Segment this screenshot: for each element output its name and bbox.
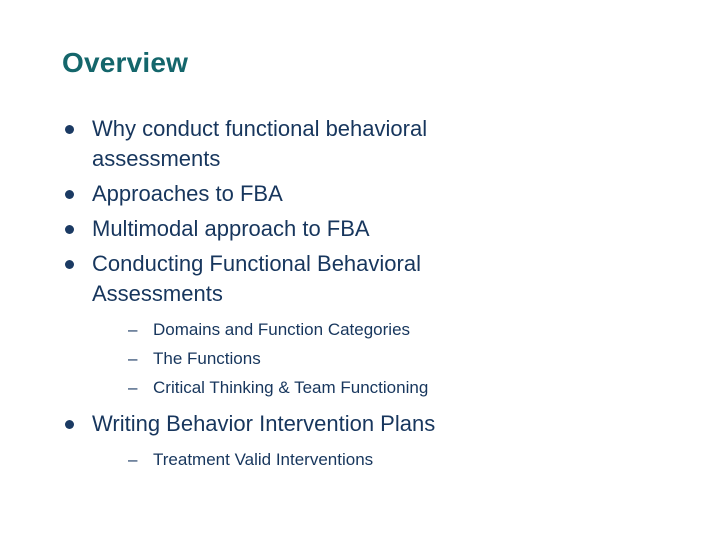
sub-list-item: – The Functions (128, 347, 517, 370)
bullet-dash-icon: – (128, 320, 138, 339)
outline-list-level1: Why conduct functional behavioral assess… (62, 114, 532, 471)
bullet-dot-icon (65, 125, 74, 134)
list-item: Why conduct functional behavioral assess… (62, 114, 517, 174)
sub-list-item-label: The Functions (153, 349, 261, 368)
bullet-dash-icon: – (128, 450, 138, 469)
bullet-dash-icon: – (128, 349, 138, 368)
bullet-dot-icon (65, 225, 74, 234)
outline-list-level2: – Treatment Valid Interventions (128, 448, 517, 471)
list-item-label: Conducting Functional Behavioral Assessm… (92, 251, 421, 306)
bullet-dot-icon (65, 420, 74, 429)
list-item-label: Approaches to FBA (92, 181, 283, 206)
sub-list-item: – Critical Thinking & Team Functioning (128, 376, 517, 399)
list-item: Writing Behavior Intervention Plans – Tr… (62, 409, 517, 471)
bullet-dash-icon: – (128, 378, 138, 397)
page-title: Overview (62, 47, 189, 78)
list-item: Multimodal approach to FBA (62, 214, 517, 244)
list-item-label: Multimodal approach to FBA (92, 216, 370, 241)
list-item: Conducting Functional Behavioral Assessm… (62, 249, 517, 399)
list-item-label: Why conduct functional behavioral assess… (92, 116, 428, 171)
sub-list-item-label: Domains and Function Categories (153, 320, 411, 339)
outline-list-level2: – Domains and Function Categories – The … (128, 318, 517, 399)
sub-list-item-label: Critical Thinking & Team Functioning (153, 378, 429, 397)
sub-list-item-label: Treatment Valid Interventions (153, 450, 374, 469)
slide-body-content: Why conduct functional behavioral assess… (62, 114, 532, 481)
list-item: Approaches to FBA (62, 179, 517, 209)
sub-list-item: – Treatment Valid Interventions (128, 448, 517, 471)
bullet-dot-icon (65, 190, 74, 199)
sub-list-item: – Domains and Function Categories (128, 318, 517, 341)
list-item-label: Writing Behavior Intervention Plans (92, 411, 436, 436)
bullet-dot-icon (65, 260, 74, 269)
